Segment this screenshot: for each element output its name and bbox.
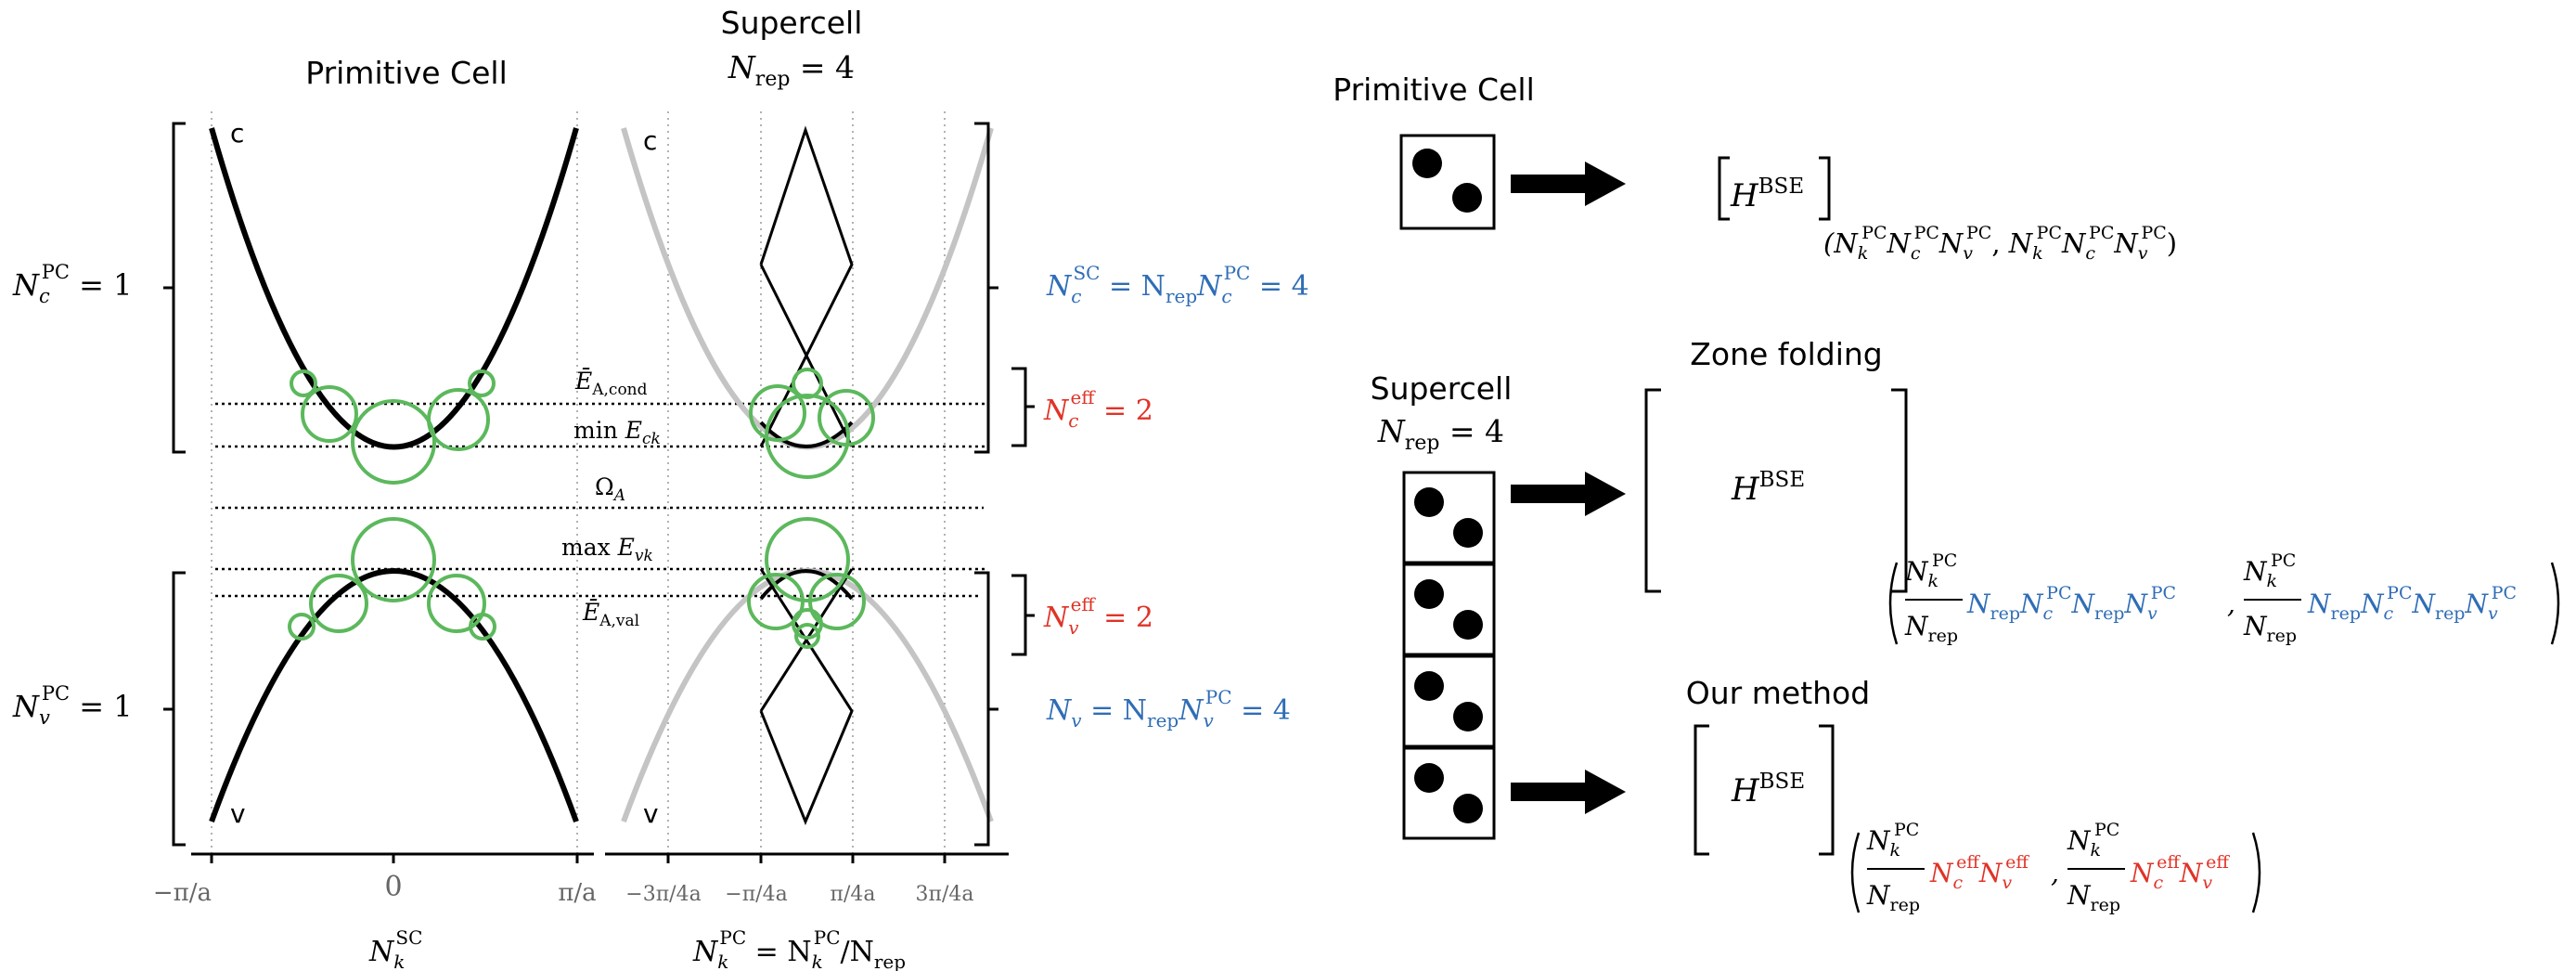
svg-text:,: , (2051, 858, 2059, 888)
sc-band-v-label: v (643, 798, 659, 829)
svg-text:Nrep: Nrep (2067, 880, 2120, 915)
brace-eff-c (1011, 367, 1035, 447)
zf-fraction-2: NkPC Nrep (2243, 550, 2301, 646)
sc-conduction-bottom (759, 421, 854, 448)
right-pc-title: Primitive Cell (1333, 71, 1534, 108)
sc-nc-label: NcSC = NrepNcPC = 4 (1046, 262, 1309, 307)
pc-cell (1399, 134, 1496, 230)
atom (1453, 610, 1483, 640)
pc-matrix-dimension: (NkPCNcPCNvPC, NkPCNcPCNvPC) (1823, 223, 2177, 264)
pc-dim-text: (NkPCNcPCNvPC, NkPCNcPCNvPC) (1823, 223, 2177, 264)
level-maxE-label: max Evk (561, 534, 653, 565)
sc-panel-title: Supercell (721, 5, 863, 41)
svg-text:Nrep: Nrep (2243, 611, 2297, 646)
atom (1453, 518, 1483, 548)
ours-matrix-dimension: NkPC Nrep NceffNveff , NkPC Nrep NceffNv… (1850, 820, 2261, 915)
atom (1453, 794, 1483, 823)
dotted-guides-vertical (211, 111, 946, 854)
zf-matrix-bracket (1644, 388, 1908, 593)
sc-tick-labels: −3π/4a −π/4a π/4a 3π/4a (625, 883, 973, 906)
sc-valence-folded (759, 568, 854, 825)
sc-band-c-label: c (643, 125, 657, 156)
sc-nv-label: Nv = NrepNvPC = 4 (1046, 686, 1291, 731)
atom (1414, 763, 1444, 793)
brace-sc-valence (974, 571, 998, 847)
svg-text:NrepNcPCNrepNvPC: NrepNcPCNrepNvPC (2307, 583, 2517, 624)
ours-hbse: HBSE (1731, 770, 1805, 809)
atom (1414, 671, 1444, 701)
pc-nc-label: NcPC = 1 (12, 261, 132, 307)
zf-matrix-dimension: NkPC Nrep NrepNcPCNrepNvPC , NkPC Nrep N… (1888, 550, 2560, 646)
atom (1414, 487, 1444, 517)
sc-tick-pi4: π/4a (831, 883, 876, 906)
eff-nc-label: Nceff = 2 (1043, 386, 1153, 432)
axes (191, 852, 1009, 863)
level-econd-label: ĒA,cond (574, 368, 648, 399)
pc-panel-title: Primitive Cell (305, 55, 507, 91)
pc-green-circles (288, 369, 496, 641)
sc-valence-top (759, 569, 854, 601)
zf-fraction-1: NkPC Nrep (1904, 550, 1963, 646)
svg-text:NkPC: NkPC (2243, 550, 2296, 591)
right-sc-title: Supercell (1371, 370, 1513, 407)
svg-text:NkPC: NkPC (1904, 550, 1957, 591)
energy-levels (215, 402, 988, 598)
svg-text:NkPC: NkPC (1866, 820, 1919, 861)
pc-tick-pi: π/a (558, 879, 596, 907)
sc-green-circles (747, 368, 875, 649)
brace-eff-v (1011, 574, 1035, 656)
pc-band-v-label: v (230, 798, 246, 829)
brace-sc-conduction (974, 122, 998, 454)
eff-nv-label: Nveff = 2 (1043, 593, 1153, 639)
pc-valence-band (209, 568, 579, 823)
svg-text:NkPC: NkPC (2067, 820, 2119, 861)
pc-nv-label: NvPC = 1 (12, 682, 133, 729)
svg-text:Nrep: Nrep (1866, 880, 1920, 915)
atom (1412, 149, 1442, 178)
arrow-our-method (1511, 770, 1626, 814)
pc-hbse: HBSE (1730, 175, 1804, 214)
sc-tick-neg-3pi4: −3π/4a (625, 883, 701, 906)
sc-panel-title-nrep: Nrep = 4 (728, 49, 855, 91)
svg-text:Nrep: Nrep (1904, 611, 1958, 646)
sc-tick-neg-pi4: −π/4a (725, 883, 787, 906)
ours-matrix-bracket (1694, 724, 1835, 856)
arrow-pc (1511, 162, 1626, 206)
zone-folding-title: Zone folding (1690, 336, 1882, 372)
atom (1414, 579, 1444, 609)
our-method-title: Our method (1686, 675, 1870, 711)
pc-tick-labels: −π/a 0 π/a (153, 871, 597, 907)
brace-pc-conduction (163, 122, 186, 454)
braces-left (163, 122, 1035, 847)
right-sc-title-nrep: Nrep = 4 (1377, 413, 1504, 455)
level-minE-label: min Eck (573, 417, 661, 448)
pc-xlabel: NkSC (368, 926, 422, 971)
arrow-zone-folding (1511, 472, 1626, 516)
ours-fraction-1: NkPC Nrep (1866, 820, 1925, 915)
svg-text:NceffNveff: NceffNveff (1929, 852, 2029, 893)
svg-text:,: , (2227, 589, 2235, 619)
svg-text:NrepNcPCNrepNvPC: NrepNcPCNrepNvPC (1966, 583, 2176, 624)
atom (1452, 183, 1482, 213)
pc-band-c-label: c (230, 118, 244, 149)
sc-xlabel: NkPC = NkPC/Nrep (692, 926, 906, 971)
pc-matrix-bracket (1718, 156, 1831, 221)
pc-tick-neg-pi: −π/a (153, 879, 212, 907)
sc-conduction-folded (759, 125, 854, 447)
sc-tick-3pi4: 3π/4a (916, 883, 974, 906)
svg-text:NceffNveff: NceffNveff (2130, 852, 2230, 893)
zf-hbse: HBSE (1731, 468, 1805, 508)
pc-conduction-band (209, 127, 579, 450)
level-omega-label: ΩA (595, 473, 625, 505)
atom (1453, 702, 1483, 731)
ours-fraction-2: NkPC Nrep (2067, 820, 2125, 915)
pc-tick-zero: 0 (384, 871, 402, 903)
brace-pc-valence (163, 571, 186, 847)
sc-bands (621, 125, 994, 825)
level-eval-label: ĒA,val (582, 599, 639, 630)
sc-cell-stack (1402, 471, 1496, 840)
pc-bands (209, 127, 579, 823)
